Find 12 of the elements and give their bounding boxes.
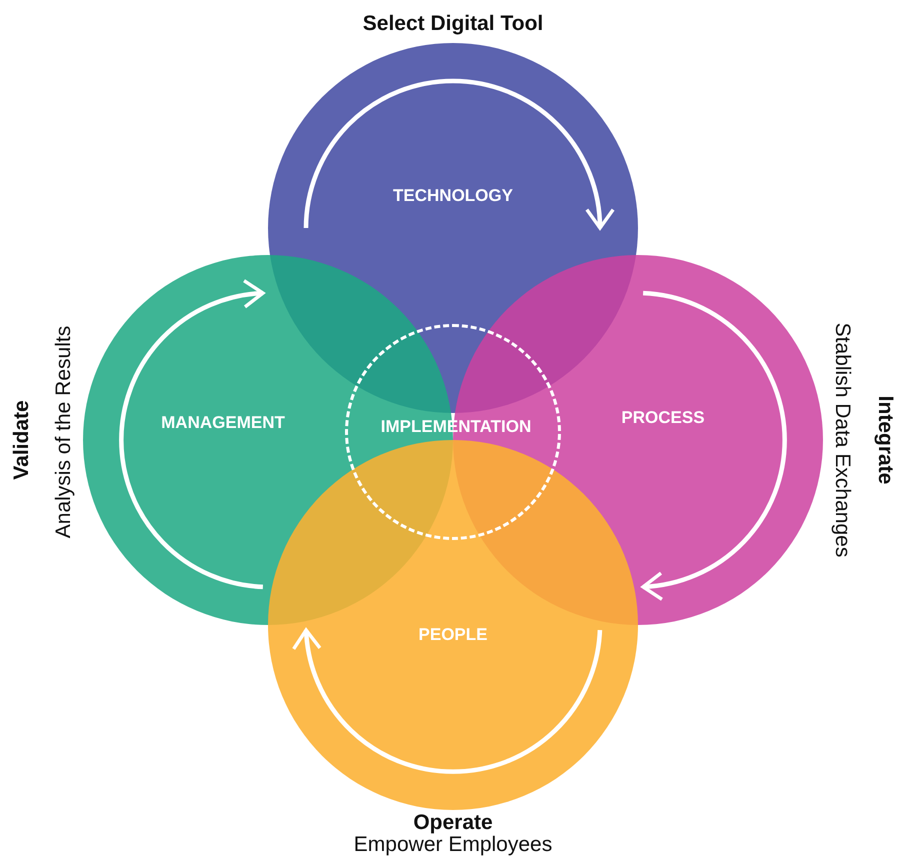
stage-caption: Analysis of the Results: [52, 326, 76, 538]
stage-heading: Integrate: [873, 396, 897, 484]
dashed-circle: [345, 324, 561, 540]
circle-label: PROCESS: [621, 408, 705, 428]
stage-heading: Validate: [10, 400, 34, 480]
stage-heading: Select Digital Tool: [362, 12, 544, 36]
stage-heading: Operate: [413, 811, 493, 835]
stage-caption: Stablish Data Exchanges: [830, 322, 854, 558]
circle-label: PEOPLE: [418, 625, 488, 645]
circle-label: TECHNOLOGY: [393, 186, 513, 206]
circle-label: MANAGEMENT: [161, 413, 285, 433]
stage-caption: Empower Employees: [354, 833, 552, 857]
